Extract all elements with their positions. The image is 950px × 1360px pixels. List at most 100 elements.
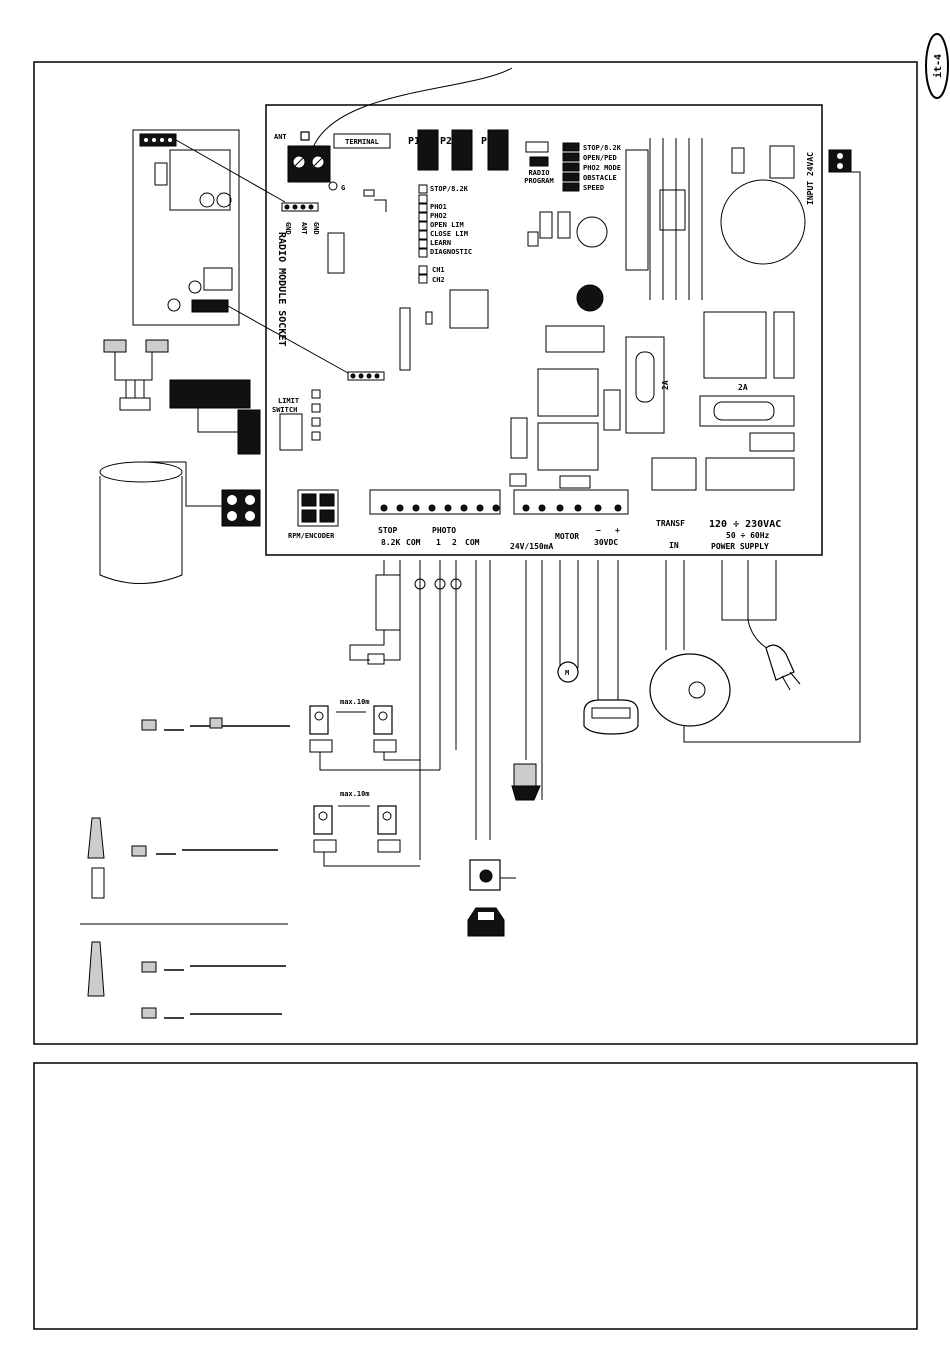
main-capacitor [720,179,806,265]
capacitor-2 [576,284,604,312]
p2-label: P2 [440,136,452,147]
transformer-icon [649,653,731,727]
radio-program-label-1: RADIO [528,169,549,177]
limit-switch-label-1: LIMIT [278,397,299,405]
microcontroller [449,289,489,329]
lamp-label: 24V/150mA [510,542,554,551]
p2-button [451,129,473,171]
limit-switch-plug [237,409,261,455]
com2-label: COM [465,538,480,547]
bulb-icon [103,339,169,411]
radio-module-socket-label: RADIO MODULE SOCKET [276,232,287,346]
power-supply-label: POWER SUPPLY [711,542,769,551]
ic-chip-1 [327,232,345,274]
g-label: G [341,184,345,192]
flashing-lamp-icon [511,763,541,801]
dip-speed-label: SPEED [583,184,604,192]
distance-1-label: max.10m [340,698,370,706]
limit-switch-body [169,379,251,409]
terminal-block-middle [513,489,629,515]
com1-label: COM [406,538,421,547]
input-24vac-label: INPUT 24VAC [806,152,815,205]
top-frame [33,61,918,1045]
led-list: STOP/8.2K PHO1 PHO2 OPEN LIM CLOSE LIM L… [418,184,472,284]
led-learn-label: LEARN [430,239,451,247]
radio-module-board [132,129,349,374]
photo-1-label: 1 [436,538,441,547]
terminal-label: TERMINAL [345,138,379,146]
radio-module-socket: GND ANT GND RADIO MODULE SOCKET [276,202,385,381]
led-pho1-label: PHO1 [430,203,447,211]
ant-mark [300,131,310,141]
key-selector-icon [469,859,516,891]
input-24vac-connector [828,149,852,173]
ant-label: ANT [274,133,287,141]
photo-2-label: 2 [452,538,457,547]
photocell-pair-1: max.10m [309,698,440,771]
p3-label: P3 [481,136,493,147]
power-terminal [705,457,795,491]
radio-program-label-2: PROGRAM [524,177,554,185]
plus-label: + [615,526,620,535]
socket-pin-1: GND [284,222,292,235]
stop-sub-label: 8.2K [381,538,400,547]
rpm-encoder-label: RPM/ENCODER [288,532,335,540]
stop-resistor [375,574,401,631]
page-tag: it-4 [925,33,949,99]
battery-icon [99,461,261,584]
fuse-1-label: 2A [661,380,670,390]
mains-plug-icon [765,644,801,691]
fuse-holder-1 [625,336,665,434]
terminal-block-left [369,489,501,515]
control-board [265,104,823,556]
transf-in-label: IN [669,541,679,550]
wiring-below [349,171,861,860]
p1-label: P1 [408,136,420,147]
motor-icon [557,661,579,683]
power-v-label: 120 ÷ 230VAC [709,519,781,530]
jumper-symbols [80,717,290,1019]
bottom-frame [33,1062,918,1330]
photocell-pair-2: max.10m [313,790,420,867]
page-tag-label: it-4 [932,54,944,78]
led-stop-label: STOP/8.2K [430,185,469,193]
transf-terminal [651,457,697,491]
relay-1 [537,368,599,417]
radio-program-jumper [529,156,549,167]
motor-v-label: 30VDC [594,538,618,547]
distance-2-label: max.10m [340,790,370,798]
heatsink [625,138,703,300]
socket-pin-2: ANT [300,222,308,235]
p1-button [417,129,439,171]
antenna-wire [311,67,513,151]
display-unit-icon [583,699,639,735]
stop-label: STOP [378,526,397,535]
transf-label: TRANSF [656,519,685,528]
ch2-label: CH2 [432,276,445,284]
relay-2 [537,422,599,471]
transformer-coil [703,311,767,379]
led-pho2-label: PHO2 [430,212,447,220]
dip-open-label: OPEN/PED [583,154,617,162]
p3-button [487,129,509,171]
motor-label: MOTOR [555,532,579,541]
rpm-encoder-connector [297,489,339,527]
led-diagnostic-label: DIAGNOSTIC [430,248,472,256]
socket-pin-3: GND [312,222,320,235]
dip-jumpers: STOP/8.2K OPEN/PED PHO2 MODE OBSTACLE SP… [562,142,622,192]
p-buttons: P1 P2 P3 [408,129,509,171]
relay-top [545,325,605,353]
minus-label: − [596,526,601,535]
limit-switch-label-2: SWITCH [272,406,297,414]
dip-obstacle-label: OBSTACLE [583,174,617,182]
photo-label: PHOTO [432,526,456,535]
terminal-box [333,133,391,149]
dip-stop-label: STOP/8.2K [583,144,622,152]
power-hz-label: 50 ÷ 60Hz [726,531,770,540]
fuse-2-label: 2A [738,383,748,392]
led-close-label: CLOSE LIM [430,230,468,238]
capacitor-1 [576,216,608,248]
fuse-holder-2 [699,395,795,427]
car-icon [467,907,505,937]
